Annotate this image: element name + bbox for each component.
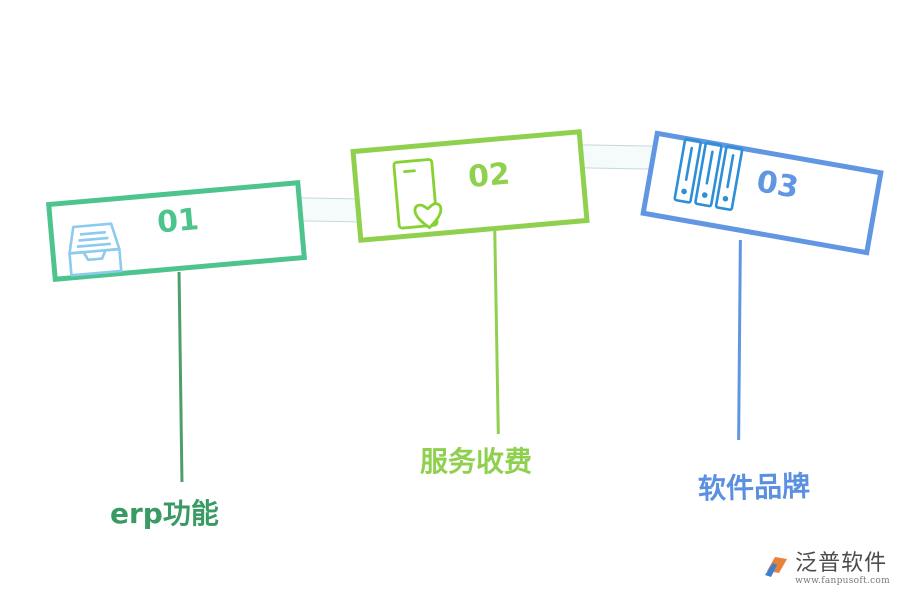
logo-url: www.fanpusoft.com <box>795 576 890 586</box>
brand-logo: 泛普软件 www.fanpusoft.com <box>763 552 890 586</box>
step-number-3: 03 <box>753 164 802 206</box>
server-rack-icon <box>673 137 744 211</box>
step-box-3: 03 <box>640 130 884 256</box>
logo-name: 泛普软件 <box>795 551 888 576</box>
stem-1 <box>177 271 184 483</box>
step-number-1: 01 <box>155 202 201 241</box>
step-label-3: 软件品牌 <box>697 469 811 506</box>
stem-3 <box>737 239 742 441</box>
inbox-tray-icon <box>68 222 123 277</box>
step-box-2: 02 <box>350 129 590 243</box>
fanpu-logo-icon <box>765 557 788 577</box>
stem-2 <box>493 225 500 435</box>
phone-heart-icon <box>392 158 443 230</box>
step-number-2: 02 <box>466 156 512 196</box>
step-label-2: 服务收费 <box>420 445 533 478</box>
step-label-1: erp功能 <box>110 497 219 530</box>
step-box-1: 01 <box>45 180 308 282</box>
